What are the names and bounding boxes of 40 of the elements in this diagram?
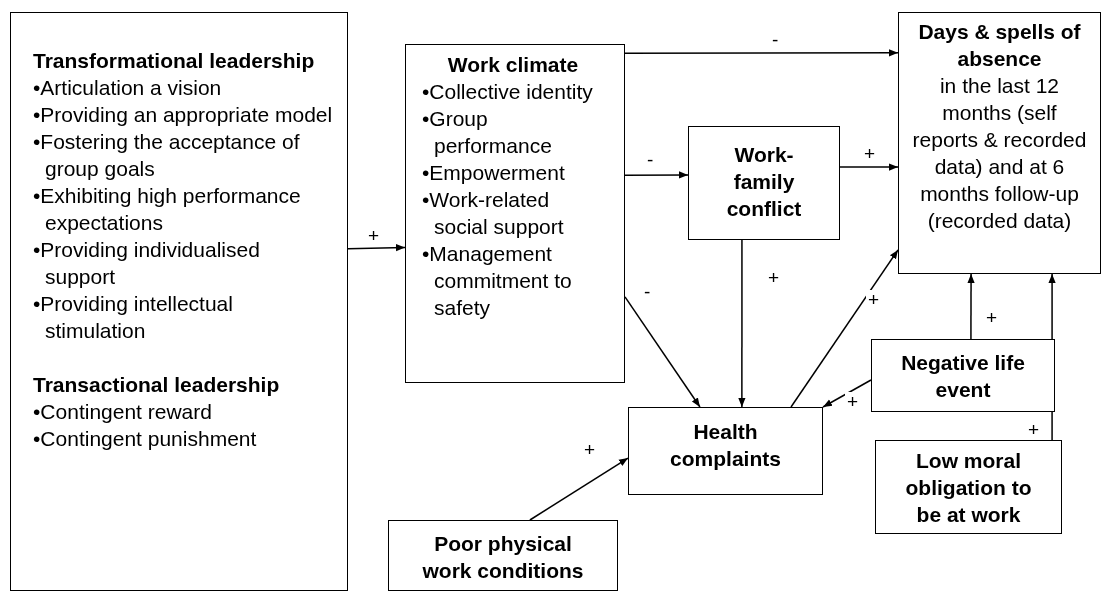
arrow (790, 249, 899, 408)
bullet-item: •Articulation a vision (33, 75, 223, 101)
bullet-item: •Group performance (422, 106, 553, 159)
arrow (347, 244, 406, 252)
bullet-item: •Work-related social support (422, 187, 565, 240)
arrow (839, 163, 899, 171)
body-text: in the last 12 months (self reports & recorded data) and at 6 months follow-up (recorded data) (911, 73, 1088, 234)
bullet-item: •Management commitment to safety (422, 241, 573, 321)
bullet-item: •Providing an appropriate model (33, 102, 334, 128)
bullet-item: •Fostering the acceptance of group goals (33, 129, 301, 182)
absence-box (898, 12, 1101, 274)
arrow (822, 379, 872, 408)
heading: Work-family conflict (725, 142, 803, 222)
heading: Transactional leadership (33, 372, 281, 398)
arrow (624, 171, 689, 179)
conflict-box (688, 126, 840, 240)
bullet-item: •Empowerment (422, 160, 566, 186)
heading: Low moral obligation to be at work (904, 448, 1033, 528)
work-climate-box (405, 44, 625, 383)
heading: Work climate (446, 52, 580, 78)
leadership-box (10, 12, 348, 591)
life-event-box (871, 339, 1055, 412)
arrow (624, 49, 899, 57)
heading: Health complaints (669, 419, 782, 472)
arrow (967, 273, 975, 340)
heading: Poor physical work conditions (421, 531, 585, 584)
arrow (738, 239, 746, 408)
arrow (529, 457, 629, 521)
obligation-box (875, 440, 1062, 534)
bullet-item: •Contingent punishment (33, 426, 258, 452)
heading: Transformational leadership (33, 48, 316, 74)
bullet-item: •Exhibiting high performance expectations (33, 183, 302, 236)
arrow (624, 296, 701, 408)
health-box (628, 407, 823, 495)
bullet-item: •Contingent reward (33, 399, 213, 425)
physical-conditions-box (388, 520, 618, 591)
bullet-item: •Providing intellectual stimulation (33, 291, 234, 344)
heading: Negative life event (900, 350, 1026, 403)
bullet-item: •Collective identity (422, 79, 594, 105)
bullet-item: •Providing individualised support (33, 237, 261, 290)
